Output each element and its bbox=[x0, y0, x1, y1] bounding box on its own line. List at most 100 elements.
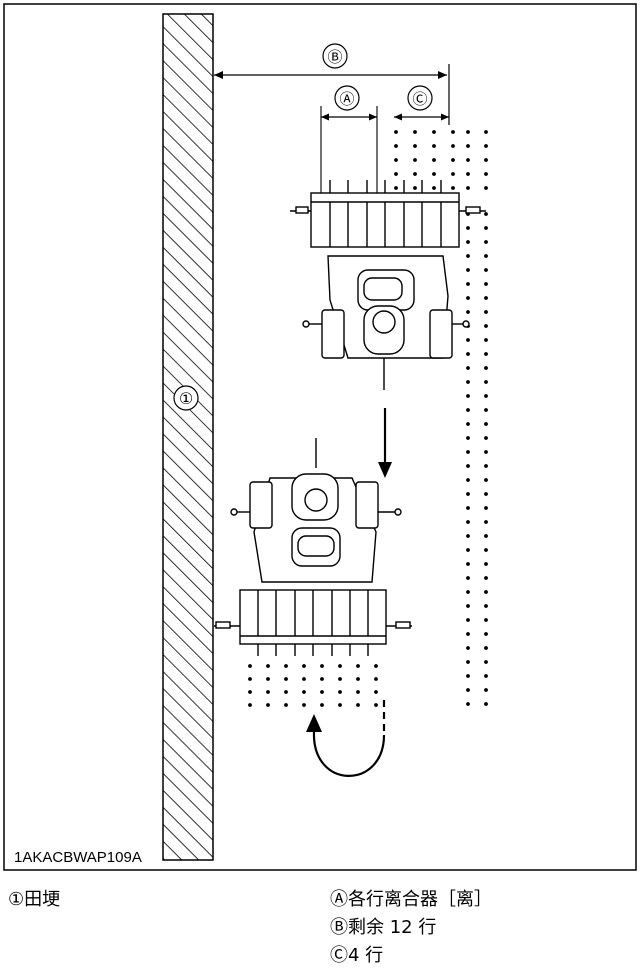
planted-hill bbox=[484, 436, 488, 440]
planted-hill bbox=[320, 677, 324, 681]
planted-hill bbox=[466, 422, 470, 426]
legend-text: 田埂 bbox=[24, 889, 61, 910]
planted-hill bbox=[451, 130, 455, 134]
planted-hill bbox=[466, 506, 470, 510]
planted-hill bbox=[484, 478, 488, 482]
planted-hill bbox=[451, 186, 455, 190]
planted-hill bbox=[466, 660, 470, 664]
callout-b: Ⓑ bbox=[327, 48, 342, 66]
planted-hill bbox=[394, 172, 398, 176]
planted-hill bbox=[394, 186, 398, 190]
planted-hill bbox=[394, 130, 398, 134]
planted-hill bbox=[394, 144, 398, 148]
planted-hill bbox=[484, 590, 488, 594]
planted-hill bbox=[284, 690, 288, 694]
planted-hill bbox=[302, 690, 306, 694]
planted-hill bbox=[484, 254, 488, 258]
diagram-figure: ① Ⓑ Ⓐ Ⓒ bbox=[3, 3, 637, 871]
planted-hill bbox=[432, 186, 436, 190]
planted-hill bbox=[432, 158, 436, 162]
planted-hill bbox=[466, 702, 470, 706]
planted-hill bbox=[484, 226, 488, 230]
planted-hill bbox=[466, 130, 470, 134]
planted-hill bbox=[466, 158, 470, 162]
planted-hill bbox=[466, 450, 470, 454]
planted-hill bbox=[484, 296, 488, 300]
planted-hill bbox=[466, 688, 470, 692]
planted-hill bbox=[484, 562, 488, 566]
planted-hill bbox=[284, 664, 288, 668]
planted-rows-lower bbox=[248, 664, 378, 707]
planted-hill bbox=[484, 268, 488, 272]
planted-hill bbox=[484, 702, 488, 706]
planted-hill bbox=[451, 172, 455, 176]
planted-hill bbox=[484, 450, 488, 454]
figure-id: 1AKACBWAP109A bbox=[14, 849, 142, 866]
planted-hill bbox=[484, 646, 488, 650]
planted-hill bbox=[413, 172, 417, 176]
legend-mark: Ⓒ bbox=[330, 945, 348, 966]
planted-hill bbox=[466, 604, 470, 608]
legend-mark: Ⓑ bbox=[330, 917, 348, 938]
planted-hill bbox=[466, 576, 470, 580]
planted-hill bbox=[484, 604, 488, 608]
planted-hill bbox=[413, 186, 417, 190]
planted-hill bbox=[466, 296, 470, 300]
transplanter-top-view-icon bbox=[290, 180, 486, 390]
planted-hill bbox=[484, 632, 488, 636]
legend-right: Ⓐ各行离合器［离］ Ⓑ剩余 12 行 Ⓒ4 行 bbox=[330, 886, 492, 970]
planted-hill bbox=[338, 703, 342, 707]
planted-hill bbox=[374, 664, 378, 668]
levee: ① bbox=[162, 13, 214, 861]
dimension-a: Ⓐ bbox=[320, 85, 378, 195]
planted-hill bbox=[284, 703, 288, 707]
planted-hill bbox=[338, 677, 342, 681]
planted-hill bbox=[320, 664, 324, 668]
planted-hill bbox=[484, 144, 488, 148]
planted-hill bbox=[394, 158, 398, 162]
planted-hill bbox=[484, 688, 488, 692]
planted-hill bbox=[484, 338, 488, 342]
legend-item-b: Ⓑ剩余 12 行 bbox=[330, 914, 492, 942]
planted-hill bbox=[266, 664, 270, 668]
planted-hill bbox=[466, 310, 470, 314]
planted-hill bbox=[374, 677, 378, 681]
planted-hill bbox=[466, 338, 470, 342]
planted-hill bbox=[302, 677, 306, 681]
planted-hill bbox=[466, 520, 470, 524]
planted-hill bbox=[320, 703, 324, 707]
planted-hill bbox=[466, 492, 470, 496]
planted-hill bbox=[248, 664, 252, 668]
planted-hill bbox=[484, 520, 488, 524]
planted-hill bbox=[356, 677, 360, 681]
planted-hill bbox=[466, 254, 470, 258]
planted-rows-upper bbox=[394, 130, 488, 706]
planted-hill bbox=[484, 674, 488, 678]
planted-hill bbox=[484, 310, 488, 314]
planted-hill bbox=[466, 590, 470, 594]
planted-hill bbox=[248, 690, 252, 694]
planted-hill bbox=[466, 562, 470, 566]
planted-hill bbox=[266, 677, 270, 681]
planted-hill bbox=[484, 352, 488, 356]
planted-hill bbox=[248, 703, 252, 707]
planted-hill bbox=[484, 576, 488, 580]
legend-text: 各行离合器［离］ bbox=[348, 889, 492, 910]
planted-hill bbox=[466, 478, 470, 482]
legend-text: 4 行 bbox=[348, 945, 384, 966]
planted-hill bbox=[338, 664, 342, 668]
planted-hill bbox=[484, 492, 488, 496]
planted-hill bbox=[466, 172, 470, 176]
planted-hill bbox=[466, 144, 470, 148]
planted-hill bbox=[484, 130, 488, 134]
planted-hill bbox=[466, 268, 470, 272]
callout-a: Ⓐ bbox=[339, 90, 354, 108]
levee-callout: ① bbox=[179, 389, 193, 408]
planted-hill bbox=[466, 186, 470, 190]
planted-hill bbox=[374, 703, 378, 707]
planted-hill bbox=[484, 380, 488, 384]
planted-hill bbox=[338, 690, 342, 694]
planted-hill bbox=[466, 464, 470, 468]
planted-hill bbox=[451, 158, 455, 162]
figure-frame bbox=[3, 3, 637, 871]
